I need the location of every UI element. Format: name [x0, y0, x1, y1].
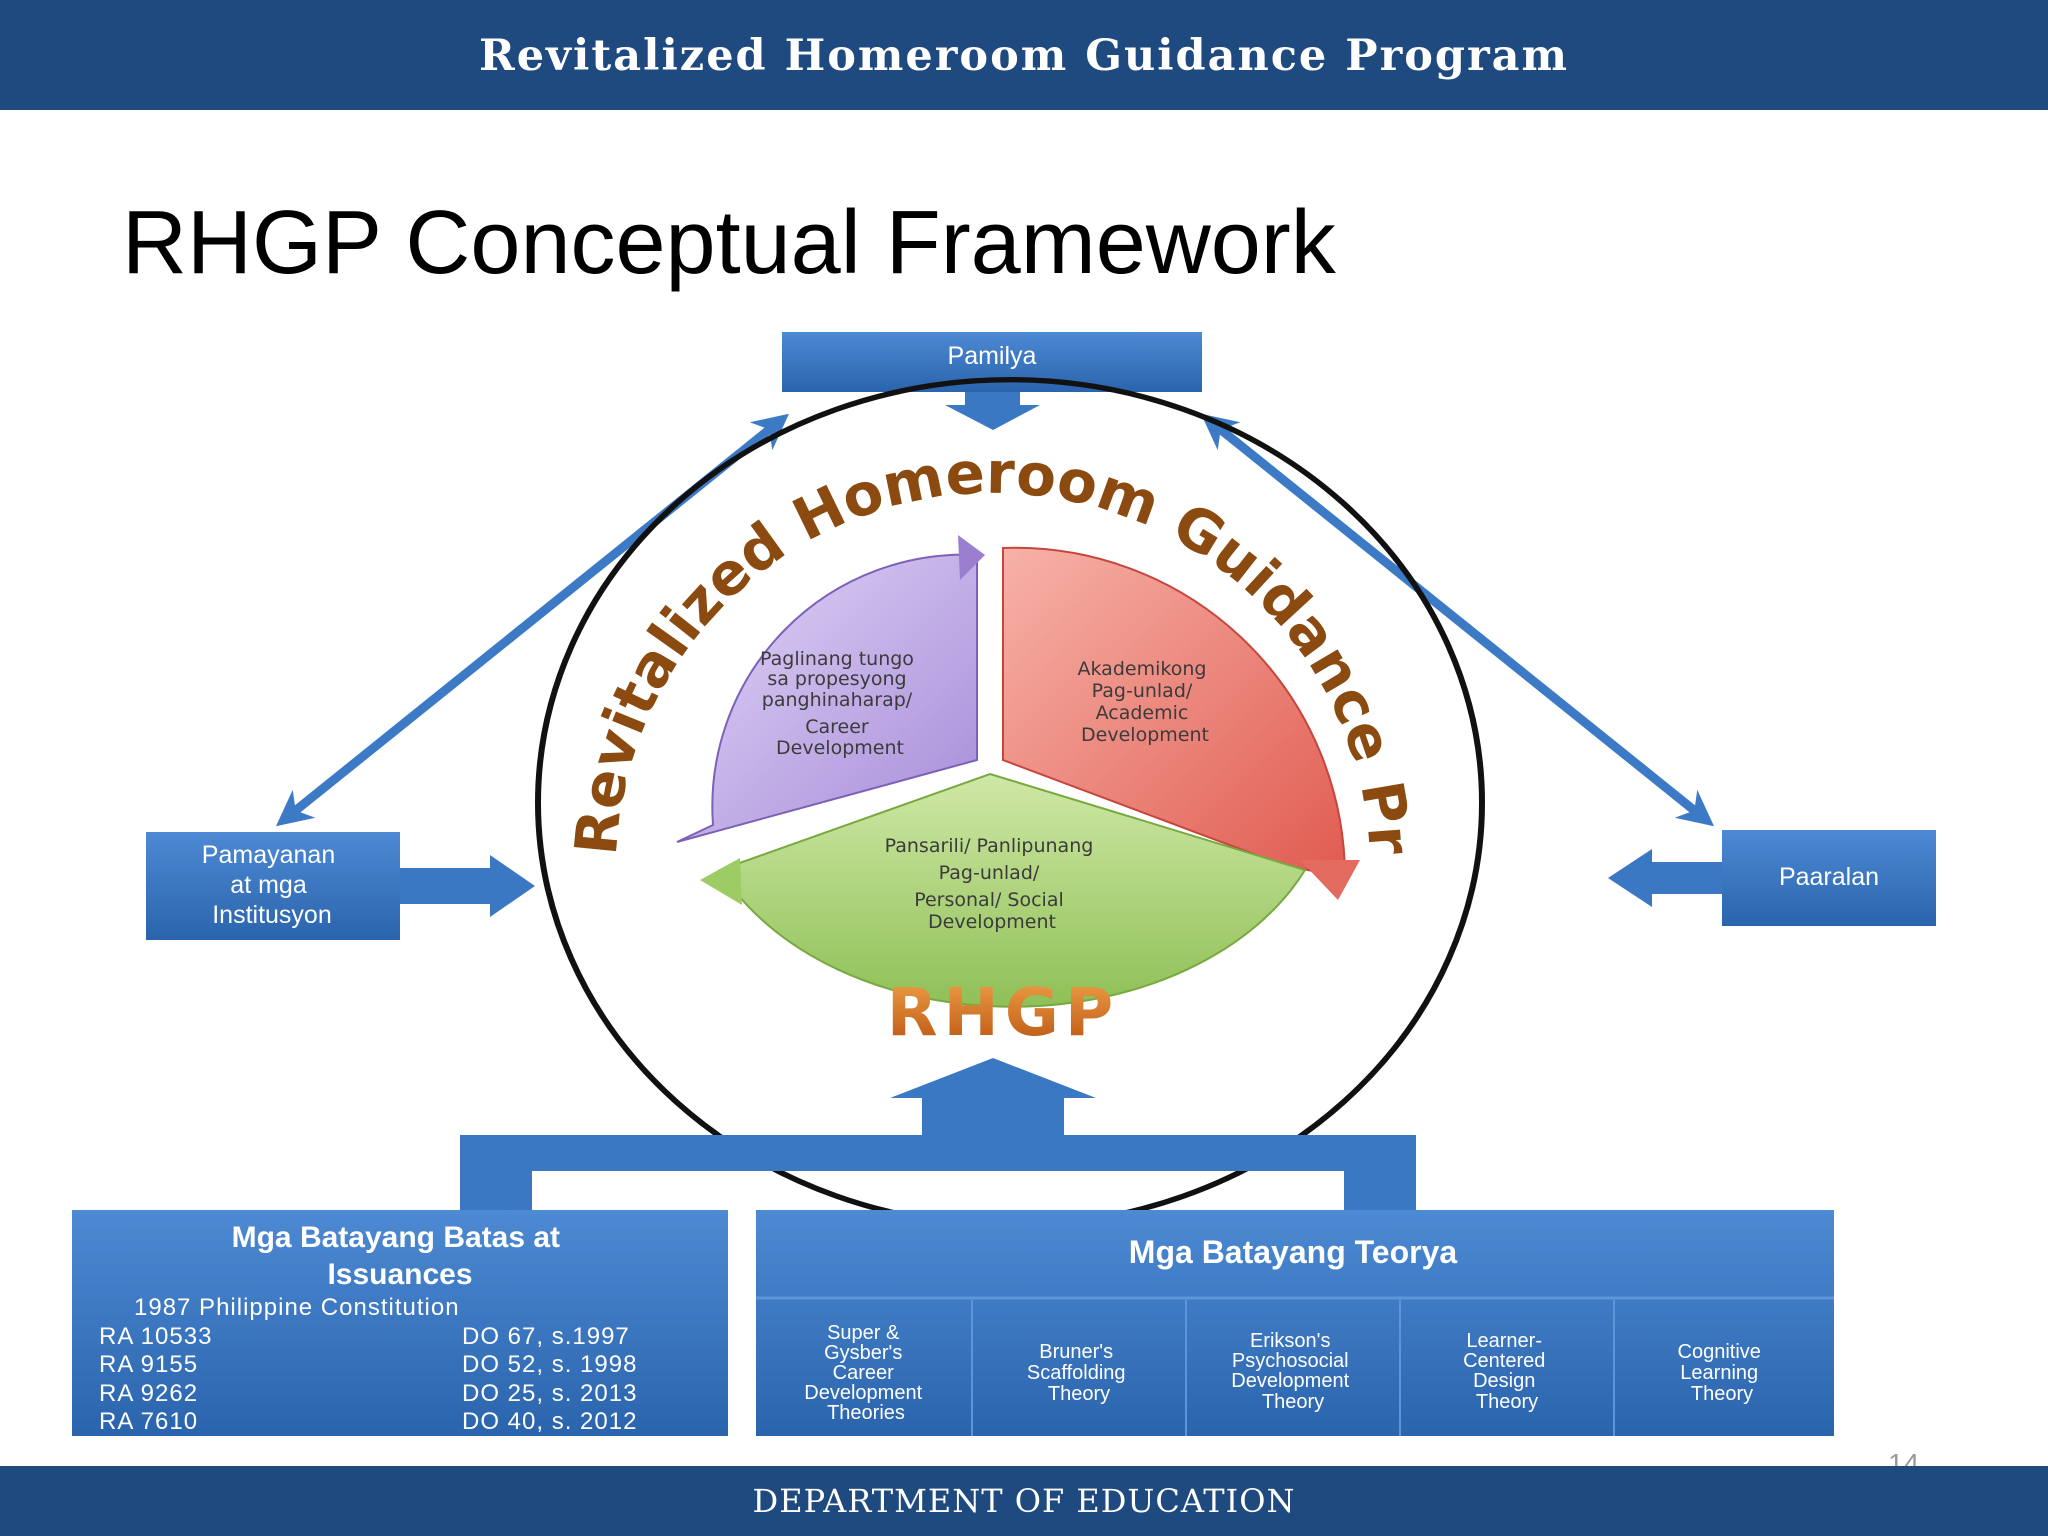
laws-title: Mga Batayang Batas at Issuances — [232, 1221, 569, 1291]
pamilya-down-arrow — [945, 392, 1040, 430]
up-arrow-to-rhgp — [890, 1058, 1096, 1135]
laws-do-list: DO 67, s.1997 DO 52, s. 1998 DO 25, s. 2… — [462, 1323, 645, 1435]
theories-title: Mga Batayang Teorya — [1129, 1234, 1458, 1270]
segment-academic — [1002, 546, 1347, 880]
segment-career — [676, 553, 978, 843]
rhgp-center-label: RHGP — [887, 974, 1120, 1051]
connector-left-leg — [460, 1135, 532, 1213]
segment-personal — [718, 772, 1307, 1008]
segment-academic-arrowhead — [1300, 860, 1360, 900]
pamayanan-box — [146, 832, 400, 940]
laws-ra-list: RA 10533 RA 9155 RA 9262 RA 7610 — [99, 1323, 220, 1435]
laws-constitution: 1987 Philippine Constitution — [134, 1294, 460, 1321]
footer-department: DEPARTMENT OF EDUCATION — [752, 1482, 1296, 1520]
theory-erikson: Erikson's Psychosocial Development Theor… — [1231, 1330, 1354, 1413]
paaralan-left-arrow — [1608, 849, 1722, 907]
pamayanan-label: Pamayanan at mga Institusyon — [202, 841, 342, 929]
connector-right-leg — [1344, 1135, 1416, 1213]
academic-text: Akademikong Pag-unlad/ Academic Developm… — [1078, 658, 1213, 746]
connector-bar — [460, 1135, 1416, 1171]
paaralan-box — [1722, 830, 1936, 926]
theories-box — [756, 1210, 1834, 1436]
theory-cognitive: Cognitive Learning Theory — [1678, 1341, 1767, 1405]
paaralan-label: Paaralan — [1779, 863, 1879, 891]
theory-learner: Learner- Centered Design Theory — [1463, 1330, 1551, 1413]
theory-career: Super & Gysber's Career Development Theo… — [804, 1322, 927, 1424]
arrow-pamilya-paaralan — [1200, 413, 1715, 827]
segment-career-arrowhead — [958, 535, 985, 580]
header-title: Revitalized Homeroom Guidance Program — [478, 31, 1570, 81]
theory-bruner: Bruner's Scaffolding Theory — [1027, 1341, 1131, 1405]
footer-bar — [0, 1466, 2048, 1536]
pamilya-label: Pamilya — [948, 342, 1037, 370]
career-text: Paglinang tungo sa propesyong panghinaha… — [760, 648, 920, 759]
segment-personal-arrowhead — [700, 858, 742, 905]
header-bar — [0, 0, 2048, 110]
laws-box — [72, 1210, 728, 1436]
pamayanan-right-arrow — [400, 855, 535, 917]
page-title: RHGP Conceptual Framework — [122, 193, 1336, 293]
personal-text: Pansarili/ Panlipunang Pag-unlad/ Person… — [885, 835, 1100, 933]
